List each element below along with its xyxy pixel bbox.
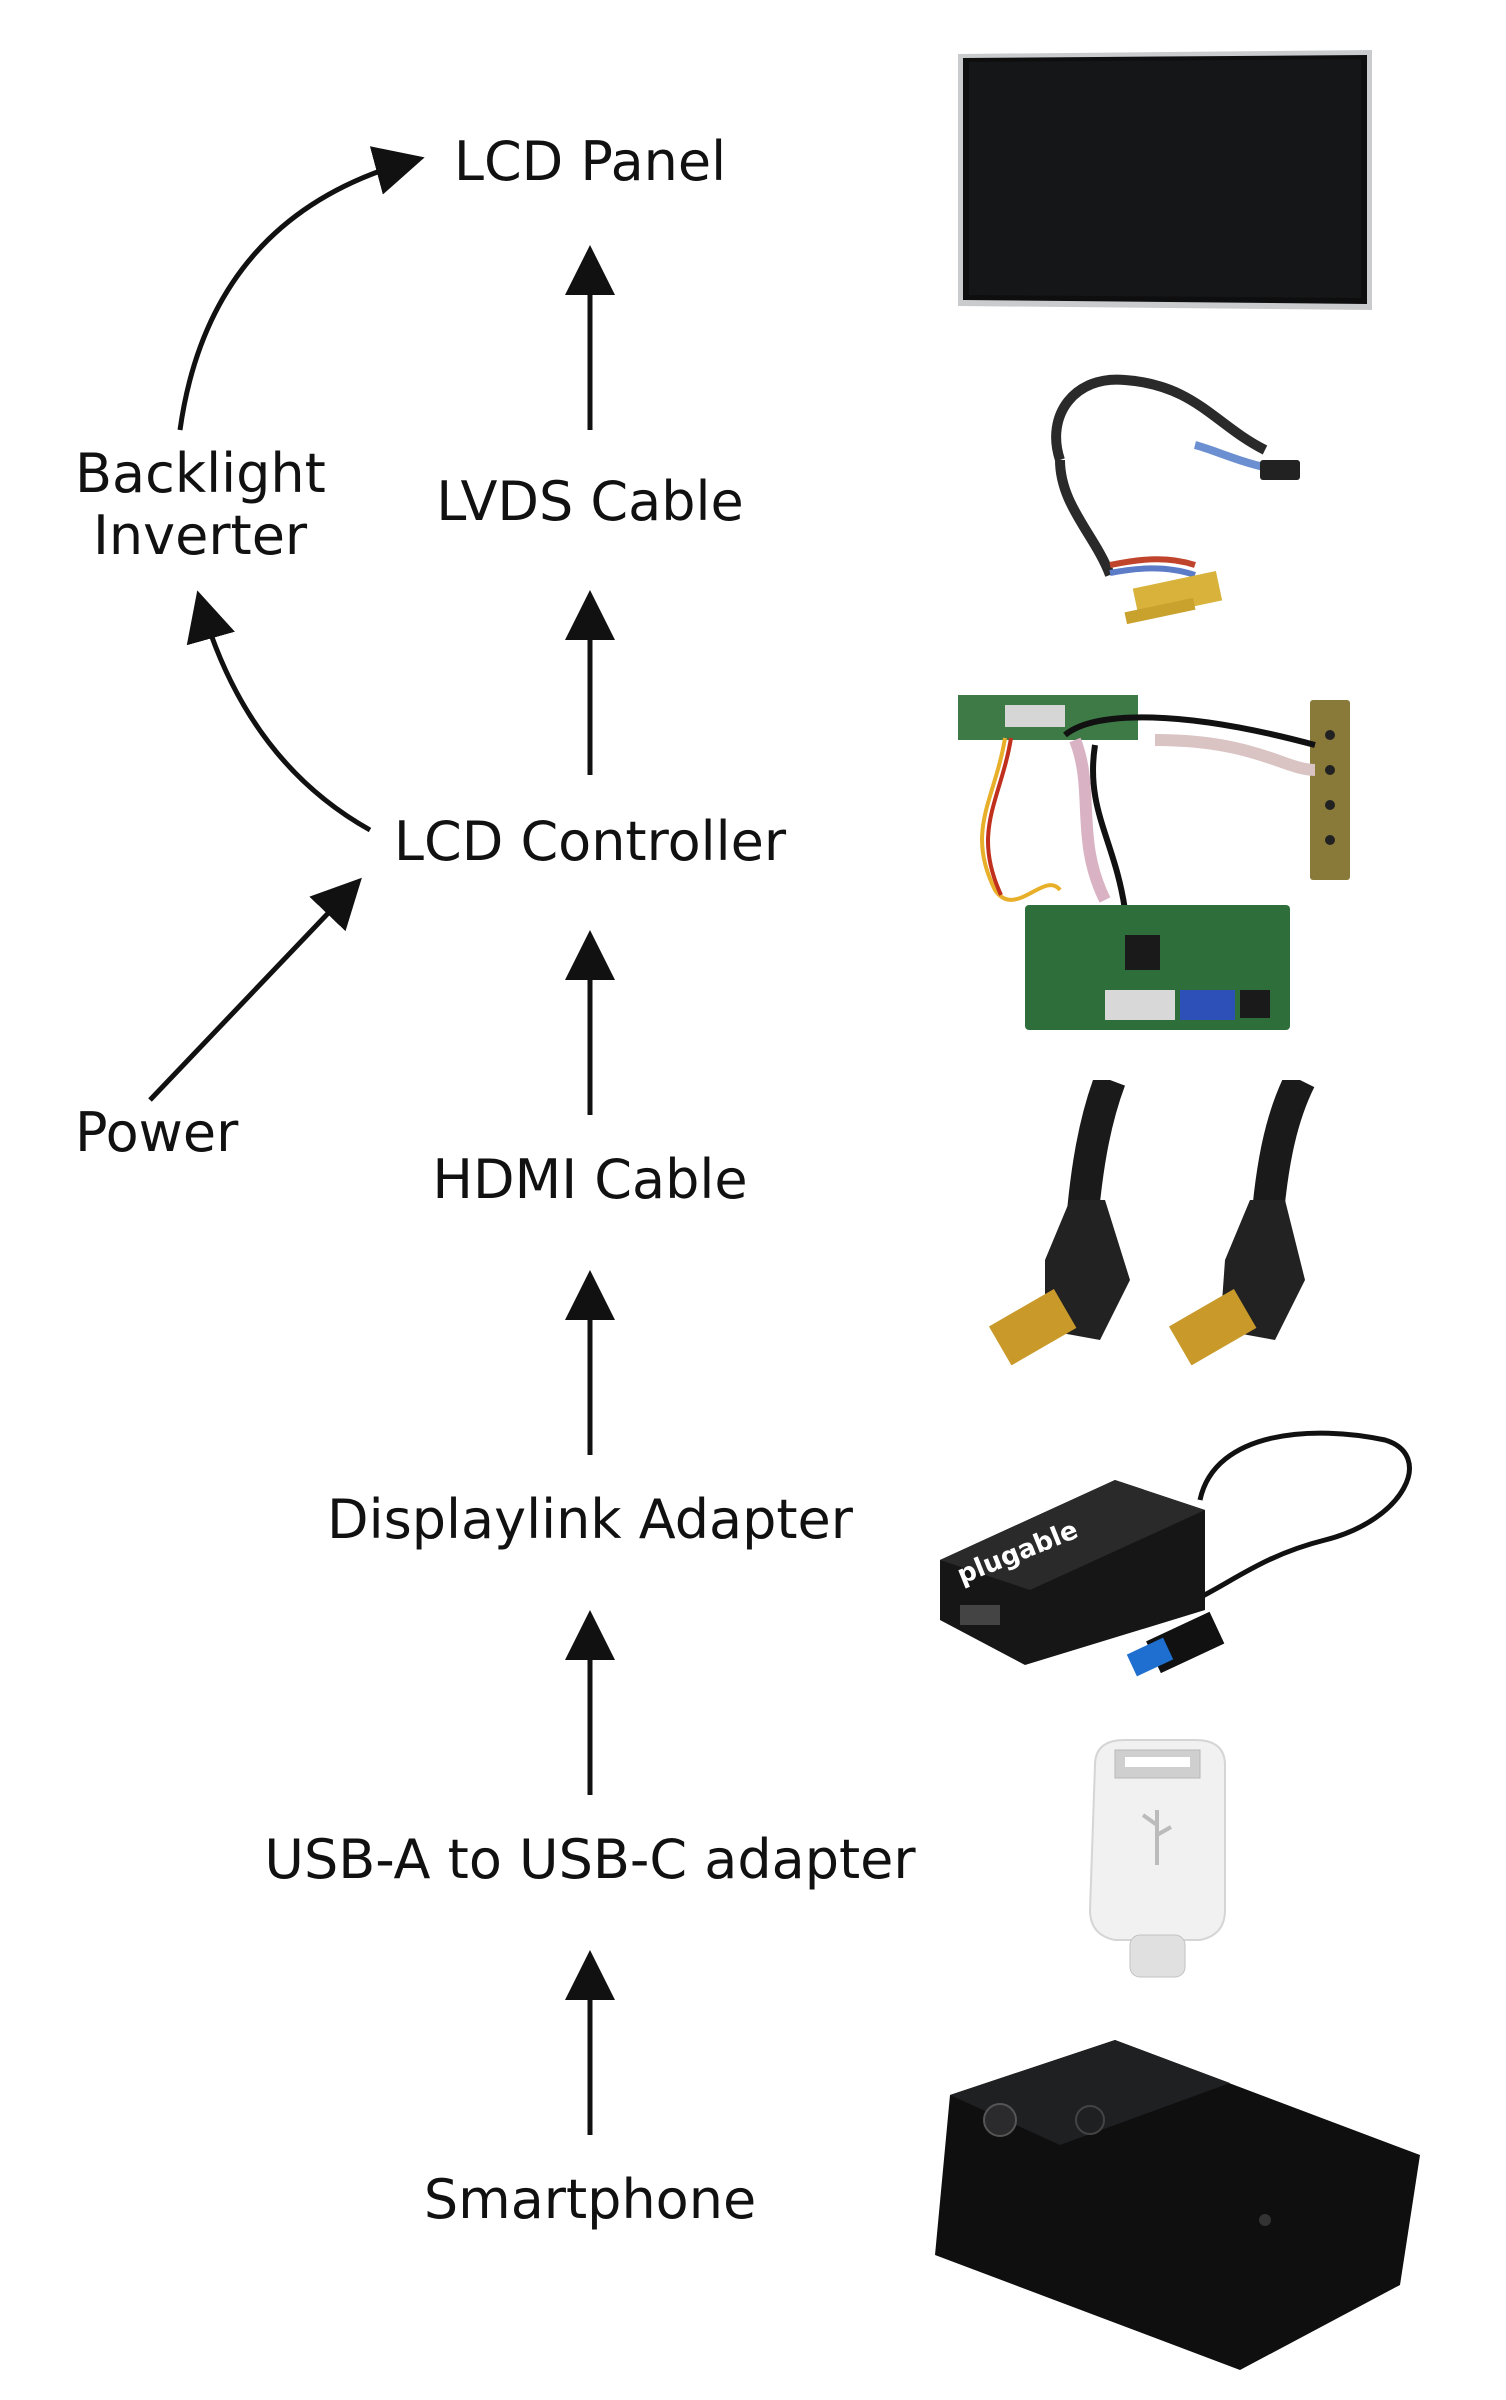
displaylink-adapter-image: plugable — [935, 1410, 1430, 1690]
label-backlight-line2: Inverter — [93, 504, 308, 567]
smartphone-image — [930, 2035, 1430, 2375]
hdmi-cable-image — [975, 1080, 1320, 1365]
label-smartphone: Smartphone — [423, 2167, 757, 2231]
arrow-inverter-to-panel — [177, 146, 425, 431]
label-hdmi-cable: HDMI Cable — [432, 1147, 748, 1211]
label-displaylink-adapter: Displaylink Adapter — [327, 1487, 853, 1551]
arrow-controller-to-inverter — [186, 590, 372, 833]
label-backlight-line1: Backlight — [75, 441, 326, 505]
arrow-power-to-controller — [148, 877, 362, 1102]
label-usb-adapter: USB-A to USB-C adapter — [264, 1827, 916, 1891]
lcd-panel-image — [955, 48, 1375, 313]
usb-adapter-image — [1085, 1735, 1230, 1985]
label-backlight-inverter: Backlight Inverter — [75, 441, 326, 567]
label-lvds-cable: LVDS Cable — [436, 469, 744, 533]
lcd-controller-image — [955, 690, 1360, 1035]
label-lcd-panel: LCD Panel — [453, 129, 727, 193]
label-lcd-controller: LCD Controller — [393, 809, 787, 873]
label-power: Power — [75, 1100, 239, 1164]
lvds-cable-image — [1015, 355, 1310, 650]
